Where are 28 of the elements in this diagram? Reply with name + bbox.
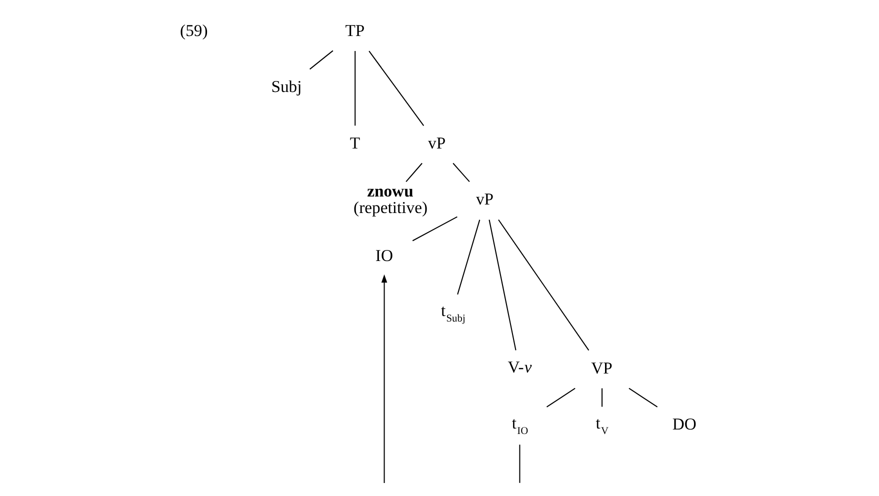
connector: [406, 162, 422, 182]
connector: [602, 388, 603, 406]
node-text: IO: [375, 245, 393, 264]
node-text: znowu (repetitive): [354, 180, 428, 217]
node-text: vP: [476, 189, 494, 208]
node-text: t$_{V}$: [596, 413, 609, 437]
connector: [452, 162, 470, 182]
connector: [488, 219, 516, 350]
node-text: T: [350, 132, 360, 152]
node-text: V-v: [508, 356, 532, 376]
connector: [519, 444, 520, 482]
arrow: [381, 274, 388, 483]
node-text: t$_{Subj}$: [441, 300, 466, 324]
node-text: t$_{IO}$: [512, 413, 528, 437]
connector: [310, 50, 334, 70]
connector: [546, 387, 576, 407]
node-text: DO: [672, 414, 696, 434]
node-text: TP: [345, 20, 365, 40]
node-text: vP: [428, 132, 446, 152]
label: (59): [180, 20, 208, 40]
node-text: Subj: [271, 76, 302, 96]
node-text: VP: [591, 358, 612, 377]
connector: [457, 219, 480, 294]
connector: [368, 50, 424, 126]
connector: [354, 50, 356, 126]
connector: [628, 387, 658, 407]
connector: [498, 218, 590, 350]
connector: [412, 216, 458, 241]
